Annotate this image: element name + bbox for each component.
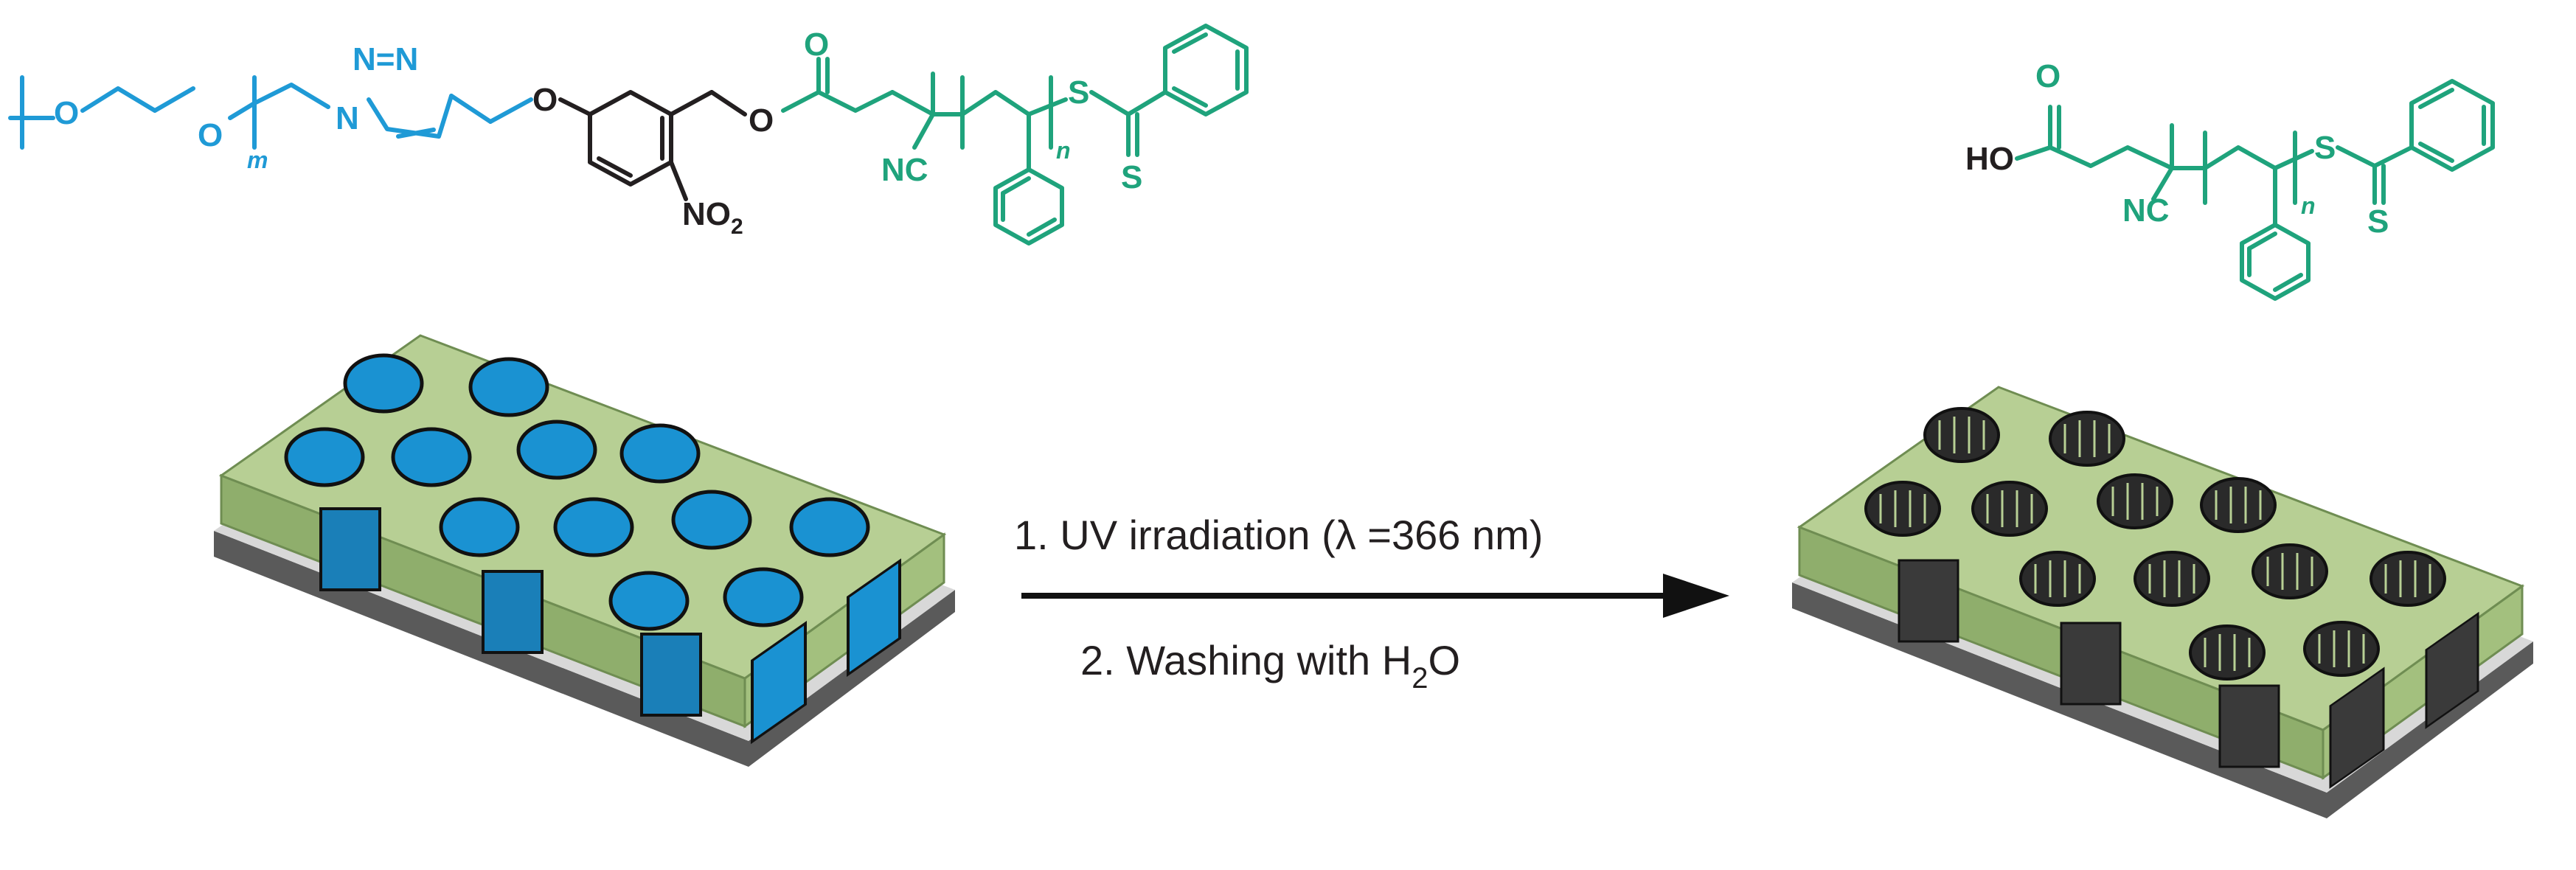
triazole-ring: [367, 94, 533, 139]
polystyrene-block-right: [2015, 79, 2495, 301]
block-copolymer-film-with-cylinders: [214, 334, 955, 767]
right-sulfur-1: S: [2314, 130, 2336, 166]
right-arrow-icon: [1021, 574, 1729, 618]
linker-ether-oxygen: O: [532, 82, 558, 118]
peg-block-structure: [8, 75, 330, 150]
raft-sulfur-1: S: [1068, 74, 1089, 111]
carboxylic-acid-ho: HO: [1965, 141, 2014, 177]
nitro-group: NO2: [682, 196, 743, 239]
right-sulfur-2: S: [2367, 203, 2389, 240]
right-repeat-n: n: [2301, 192, 2316, 219]
raft-carbonyl-oxygen: O: [804, 27, 829, 63]
peg-oxygen-2: O: [198, 117, 223, 153]
acid-carbonyl-oxygen: O: [2035, 58, 2061, 94]
triazole-n2-n3: N=N: [353, 41, 418, 77]
ps-repeat-n: n: [1056, 137, 1071, 164]
polystyrene-block-left: [781, 24, 1249, 246]
step-1-label: 1. UV irradiation (λ =366 nm): [1014, 512, 1543, 558]
right-nitrile: NC: [2122, 192, 2170, 229]
triazole-n1: N: [336, 100, 359, 136]
step-2-label: 2. Washing with H2O: [1080, 637, 1460, 695]
peg-repeat-m: m: [247, 147, 268, 173]
raft-sulfur-2: S: [1121, 159, 1142, 195]
raft-nitrile: NC: [881, 152, 928, 188]
nanoporous-film-icon: [1792, 386, 2533, 818]
peg-oxygen-1: O: [54, 95, 79, 131]
linker-ester-oxygen: O: [749, 102, 774, 139]
nitrobenzyl-linker: [558, 90, 747, 201]
